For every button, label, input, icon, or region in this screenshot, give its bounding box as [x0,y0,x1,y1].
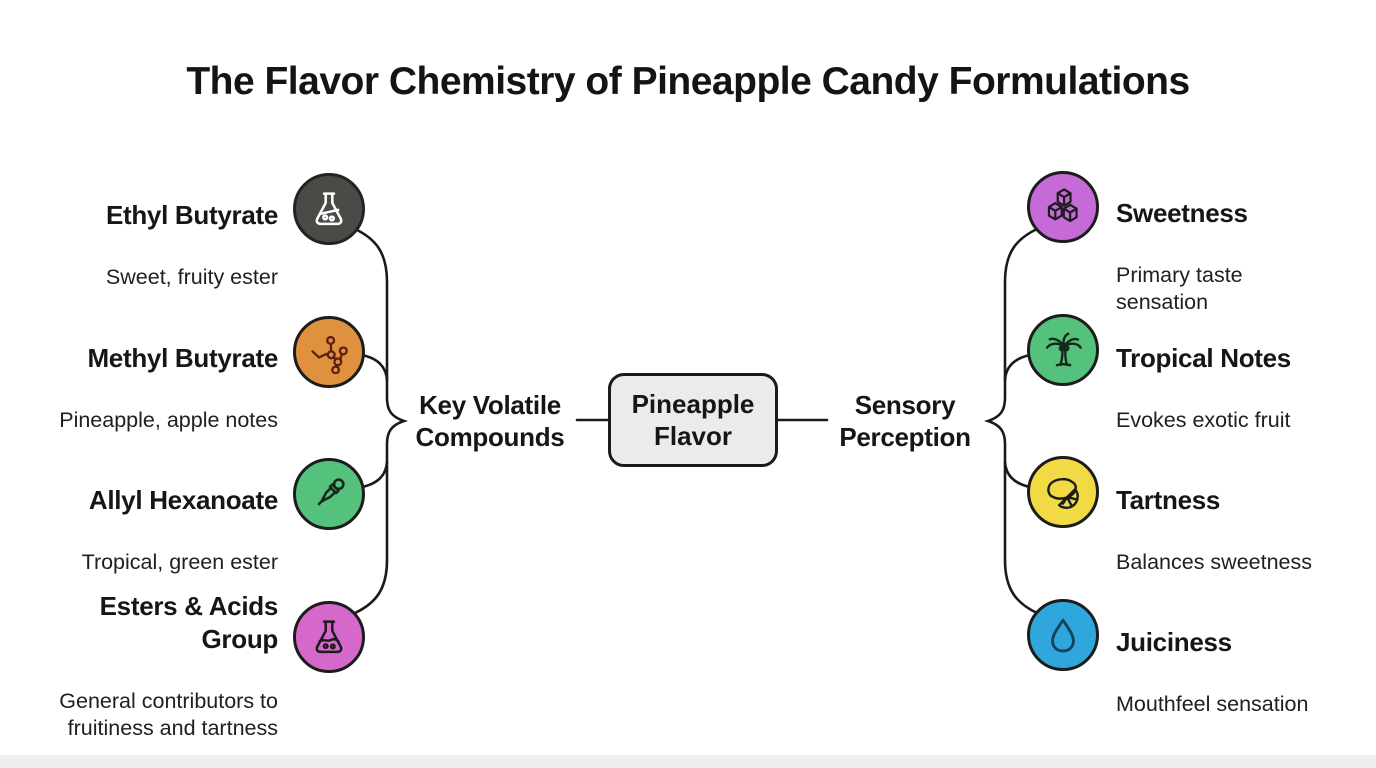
lemon-icon [1027,456,1099,528]
flask-icon [293,173,365,245]
compound-name: Esters & Acids Group [99,591,279,654]
compound-item-text: Esters & Acids Group General contributor… [0,572,278,760]
sensory-description: Primary taste sensation [1116,263,1243,314]
sensory-description: Mouthfeel sensation [1116,692,1309,716]
right-branch-2-line [1003,353,1032,382]
compound-name: Ethyl Butyrate [105,200,278,230]
sensory-name: Tropical Notes [1116,343,1291,373]
sensory-item-text: Tartness Balances sweetness [1116,466,1376,594]
compound-name: Allyl Hexanoate [88,485,278,515]
left-branch-2-line [360,353,389,382]
compound-item-text: Methyl Butyrate Pineapple, apple notes [0,324,278,452]
compound-description: Pineapple, apple notes [59,408,278,432]
droplet-icon [1027,599,1099,671]
sugar-cubes-icon [1027,171,1099,243]
left-branch-3-line [360,460,389,489]
sensory-item-text: Sweetness Primary taste sensation [1116,179,1376,334]
compound-item-text: Allyl Hexanoate Tropical, green ester [0,466,279,594]
palm-tree-icon [1027,314,1099,386]
central-node-pineapple-flavor: Pineapple Flavor [608,373,778,467]
compound-description: Tropical, green ester [81,550,278,574]
sensory-name: Sweetness [1116,198,1248,228]
sensory-item-text: Juiciness Mouthfeel sensation [1116,608,1376,736]
sensory-item-text: Tropical Notes Evokes exotic fruit [1116,324,1376,452]
branch-label-sensory-perception: Sensory Perception [839,390,971,452]
sensory-description: Evokes exotic fruit [1116,408,1291,432]
compound-name: Methyl Butyrate [87,343,278,373]
compound-description: Sweet, fruity ester [105,265,278,289]
compound-description: General contributors to fruitiness and t… [59,689,278,740]
sensory-name: Juiciness [1116,627,1232,657]
compound-item-text: Ethyl Butyrate Sweet, fruity ester [0,181,278,309]
dropper-icon [293,458,365,530]
molecule-icon [293,316,365,388]
right-branch-3-line [1003,460,1032,489]
branch-label-key-volatile-compounds: Key Volatile Compounds [415,390,565,452]
central-node-label: Pineapple Flavor [631,389,755,451]
sensory-name: Tartness [1116,485,1221,515]
flask-icon [293,601,365,673]
sensory-description: Balances sweetness [1116,550,1312,574]
bottom-strip [0,755,1376,768]
diagram-title: The Flavor Chemistry of Pineapple Candy … [186,60,1190,103]
